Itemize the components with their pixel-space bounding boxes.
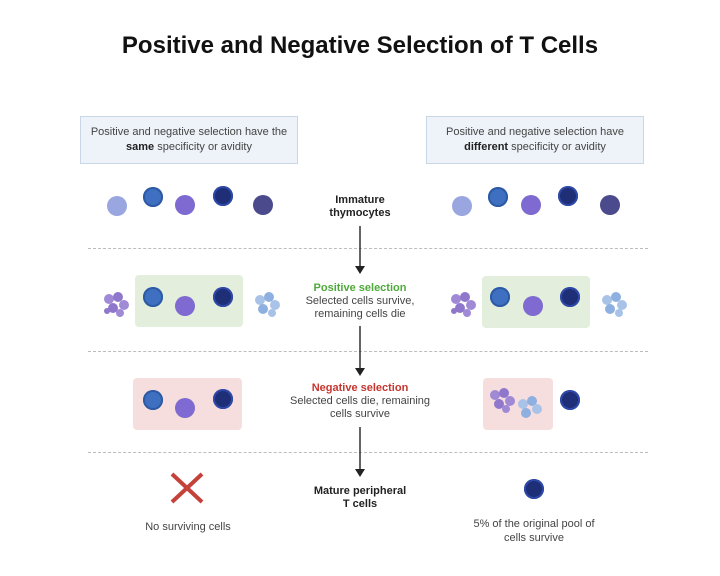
mature-label-line-1: Mature peripheral	[313, 485, 407, 497]
negative-selection-heading: Negative selection	[311, 382, 409, 394]
right-scenario-keyword: different	[464, 141, 509, 153]
right-positive-cell-1	[490, 287, 510, 307]
right-immature-cell-5	[600, 195, 620, 215]
arrow-down-icon	[355, 226, 365, 274]
negative-selection-description: Selected cells die, remaining cells surv…	[289, 395, 431, 420]
left-scenario-keyword: same	[126, 141, 155, 153]
dead-cell-blue-icon	[602, 292, 627, 317]
left-immature-cell-4	[213, 186, 233, 206]
dead-cell-purple-icon	[490, 388, 515, 413]
left-positive-cell-3	[213, 287, 233, 307]
page-title: Positive and Negative Selection of T Cel…	[121, 32, 599, 59]
right-positive-cell-3	[560, 287, 580, 307]
left-immature-cell-5	[253, 195, 273, 215]
right-scenario-suffix: specificity or avidity	[508, 141, 606, 153]
mature-label-line-2: T cells	[342, 498, 378, 510]
cross-icon	[170, 472, 204, 504]
right-immature-cell-2	[488, 187, 508, 207]
positive-selection-description: Selected cells survive, remaining cells …	[305, 295, 415, 320]
left-scenario-prefix: Positive and negative selection have the	[90, 126, 288, 138]
left-positive-cell-1	[143, 287, 163, 307]
left-scenario-suffix: specificity or avidity	[154, 141, 252, 153]
separator-2	[88, 351, 648, 352]
left-positive-cell-2	[175, 296, 195, 316]
left-immature-cell-1	[107, 196, 127, 216]
positive-selection-heading: Positive selection	[313, 282, 407, 294]
dead-cell-blue-icon	[255, 292, 280, 317]
left-negative-cell-1	[143, 390, 163, 410]
left-negative-cell-2	[175, 398, 195, 418]
right-negative-surviving-cell	[560, 390, 580, 410]
left-immature-cell-3	[175, 195, 195, 215]
stage-immature-label: Immature thymocytes	[329, 194, 391, 219]
arrow-down-icon	[355, 427, 365, 477]
separator-3	[88, 452, 648, 453]
stage-negative-label: Negative selection Selected cells die, r…	[270, 382, 450, 421]
dead-cell-blue-icon	[518, 396, 542, 418]
right-mature-cell	[524, 479, 544, 499]
left-immature-cell-2	[143, 187, 163, 207]
separator-1	[88, 248, 648, 249]
right-outcome-caption: 5% of the original pool of cells survive	[473, 518, 595, 544]
right-scenario-box: Positive and negative selection have dif…	[426, 116, 644, 164]
right-immature-cell-1	[452, 196, 472, 216]
left-scenario-box: Positive and negative selection have the…	[80, 116, 298, 164]
dead-cell-purple-icon	[104, 292, 129, 317]
arrow-down-icon	[355, 326, 365, 376]
dead-cell-purple-icon	[451, 292, 476, 317]
right-scenario-prefix: Positive and negative selection have	[446, 126, 624, 138]
left-outcome-caption: No surviving cells	[145, 521, 231, 533]
right-immature-cell-4	[558, 186, 578, 206]
stage-positive-label: Positive selection Selected cells surviv…	[270, 282, 450, 321]
right-positive-cell-2	[523, 296, 543, 316]
right-immature-cell-3	[521, 195, 541, 215]
left-negative-cell-3	[213, 389, 233, 409]
stage-mature-label: Mature peripheral T cells	[270, 485, 450, 511]
